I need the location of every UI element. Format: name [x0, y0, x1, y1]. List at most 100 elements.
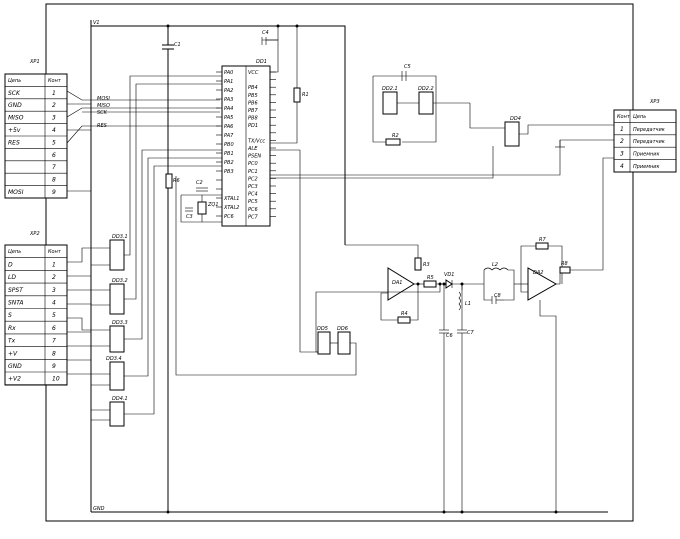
dd21-label: DD2.1 — [382, 86, 398, 92]
mcu-right-pin: ALE — [247, 146, 258, 152]
mcu-left-pin: PB2 — [224, 160, 234, 166]
capacitor-c4: C4 — [261, 26, 279, 73]
zq1-label: ZQ1 — [207, 202, 219, 208]
da1-label: DA1 — [392, 280, 402, 286]
r7-label: R7 — [539, 237, 546, 243]
capacitor-c1: C1 — [162, 26, 181, 512]
mcu-right-pin: PD1 — [248, 123, 258, 129]
xp1-row-pin: 4 — [52, 127, 56, 134]
mcu-left-pin: PB0 — [224, 142, 234, 148]
mcu-right-pin: PC0 — [248, 161, 258, 167]
receiver-wire — [569, 157, 614, 271]
xp3-row-name: Приемник — [633, 152, 660, 158]
logic-pair-lower: DD5 DD6 R6 — [165, 149, 357, 376]
mcu-right-pin: PC6 — [248, 207, 258, 213]
xp1-row-pin: 5 — [52, 139, 56, 146]
mcu-right-pin: PSEN — [248, 154, 261, 160]
xp3-row-pin: 3 — [620, 151, 624, 158]
sig-sck: SCK — [97, 110, 108, 116]
mcu-right-pin: PC4 — [248, 192, 258, 198]
xp2-wires — [67, 247, 110, 411]
vd1-label: VD1 — [444, 272, 454, 278]
xp1-row-pin: 7 — [52, 164, 56, 171]
receiver-chain: R3 DA1 R4 R5 VD1 C6 C7 L1 — [315, 237, 571, 512]
mcu-right-pin: PB7 — [248, 108, 258, 114]
xp3-header-col2: Цепь — [633, 114, 646, 120]
xp3-row-name: Передатчик — [633, 139, 665, 145]
bus-top-label: V1 — [93, 20, 100, 26]
xp1-row-name: +5v — [8, 127, 21, 134]
power-rail-top — [91, 25, 346, 245]
crystal-zq1: ZQ1 C2 C3 — [180, 180, 222, 223]
mcu-right-pin: PB4 — [248, 85, 258, 91]
xp3-row-pin: 1 — [620, 126, 624, 133]
xp1-row-pin: 3 — [52, 115, 56, 122]
c1-label: C1 — [174, 42, 181, 48]
xp2-row-pin: 8 — [52, 350, 56, 357]
xp2-header-col1: Цепь — [8, 249, 21, 255]
mcu-left-pin: XTAL1 — [223, 196, 239, 202]
mcu-right-pin: PC1 — [248, 169, 258, 175]
r5-label: R5 — [427, 275, 434, 281]
dd32-label: DD3.2 — [112, 278, 128, 284]
xp2-row-pin: 2 — [52, 274, 56, 281]
xp2-row-pin: 3 — [52, 287, 56, 294]
dd34-label: DD3.4 — [106, 356, 122, 362]
gate-dd4: DD4 — [504, 116, 614, 148]
xp2-row-pin: 10 — [52, 376, 60, 383]
xp3-title: XP3 — [649, 99, 660, 105]
mcu-right-pin: TX/Vcc — [248, 138, 265, 144]
xp2-row-pin: 1 — [52, 261, 56, 268]
mcu-left-pin: PA7 — [224, 133, 234, 139]
mcu-left-pin: PB1 — [224, 151, 234, 157]
mcu-right-pin: PC3 — [248, 184, 258, 190]
xp2-row-name: Rx — [8, 325, 16, 332]
mcu-left-pin: XTAL2 — [223, 205, 239, 211]
l2-label: L2 — [492, 262, 498, 268]
c6-label: C6 — [446, 333, 453, 339]
xp1-header-col2: Конт — [48, 78, 62, 84]
xp1-row-pin: 2 — [52, 102, 56, 109]
dd4-label: DD4 — [510, 116, 521, 122]
opamp-da2 — [527, 267, 558, 301]
gate-column-left: DD3.1 DD3.2 DD3.3 DD3.4 DD4.1 — [91, 75, 222, 427]
xp2-row-pin: 7 — [52, 338, 56, 345]
xp3-row-name: Приемник — [633, 164, 660, 170]
dd6-label: DD6 — [337, 326, 348, 332]
mcu-right-pin: PB5 — [248, 93, 258, 99]
oscillator-block: R2 C5 DD2.1 DD2.2 — [372, 64, 505, 146]
xp2-row-name: +V — [8, 350, 18, 357]
xp1-wires: MOSI MISO SCK RES — [66, 90, 220, 192]
r3-label: R3 — [423, 262, 430, 268]
c8-label: C8 — [494, 293, 501, 299]
junctions — [166, 24, 558, 514]
mcu-left-pin: PA3 — [224, 97, 233, 103]
r8-label: R8 — [561, 261, 568, 267]
xp2-title: XP2 — [29, 231, 40, 237]
dd33-label: DD3.3 — [112, 320, 128, 326]
xp2-row-pin: 4 — [52, 300, 56, 307]
sig-miso: MISO — [97, 103, 110, 109]
xp1-row-name: MOSI — [8, 189, 24, 196]
r2-label: R2 — [392, 133, 399, 139]
da2-label: DA2 — [533, 270, 543, 276]
mcu-left-pin: PA5 — [224, 115, 233, 121]
mcu-left-pin: PA0 — [224, 70, 233, 76]
xp1-row-name: SCK — [8, 90, 21, 97]
xp2-row-name: S — [8, 312, 12, 319]
xp1-row-pin: 6 — [52, 152, 56, 159]
bus-bottom-label: GND — [93, 506, 105, 512]
xp1-row-pin: 8 — [52, 177, 56, 184]
c3-label: C3 — [186, 214, 193, 220]
xp3-row-name: Передатчик — [633, 127, 665, 133]
mcu-tx-wire — [270, 146, 494, 179]
mcu-right-pin: PB8 — [248, 116, 258, 122]
r6-label: R6 — [173, 178, 180, 184]
sig-mosi: MOSI — [97, 96, 110, 102]
drawing-frame — [45, 3, 634, 522]
r1-label: R1 — [302, 92, 309, 98]
xp2-row-pin: 6 — [52, 325, 56, 332]
